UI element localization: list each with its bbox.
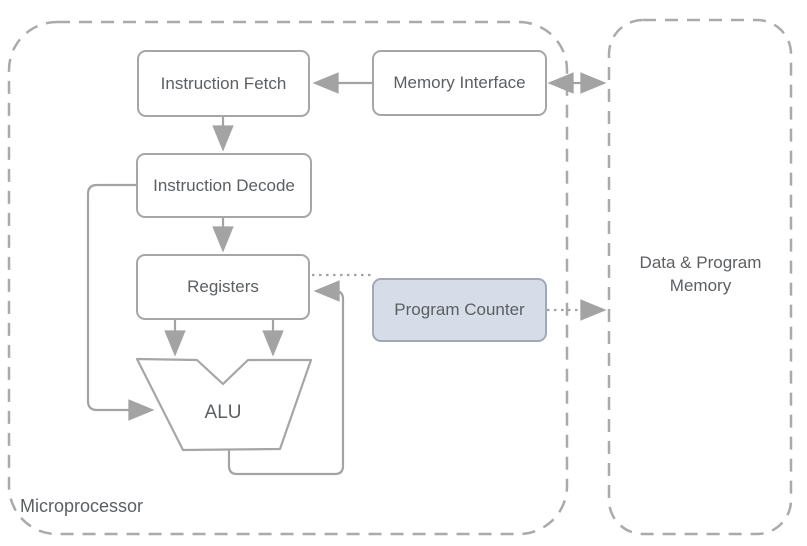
- edge-instruction-decode-to-alu-loop: [86, 183, 155, 421]
- node-program-counter: Program Counter: [372, 278, 547, 342]
- memory-label-line2: Memory: [669, 276, 732, 295]
- node-registers: Registers: [136, 254, 310, 320]
- microprocessor-container-border: [7, 20, 569, 536]
- alu-shape: [135, 357, 313, 452]
- alu-label: ALU: [204, 402, 242, 423]
- edge-alu-to-registers-feedback: [227, 280, 345, 476]
- node-instruction-fetch: Instruction Fetch: [137, 50, 310, 117]
- memory-label: Data & Program Memory: [611, 251, 790, 297]
- memory-container-border: [607, 18, 793, 536]
- node-memory-interface: Memory Interface: [372, 50, 547, 116]
- node-instruction-decode: Instruction Decode: [136, 153, 312, 218]
- memory-label-line1: Data & Program: [639, 253, 762, 272]
- microprocessor-label: Microprocessor: [20, 496, 144, 516]
